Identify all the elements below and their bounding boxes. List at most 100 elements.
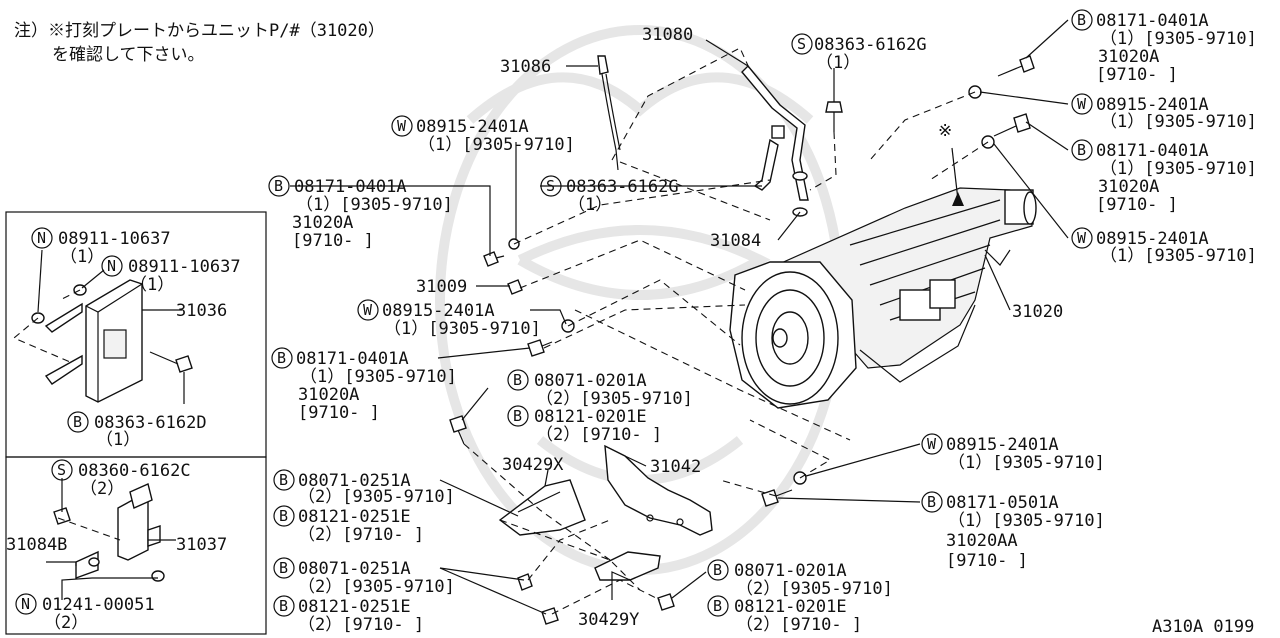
callout-n-ll-part: 01241-00051: [42, 595, 155, 615]
symbol-b: B: [1077, 11, 1086, 29]
symbol-b-circle: [273, 557, 295, 579]
callout-b-m1-part: 08171-0401A: [294, 177, 407, 197]
symbol-b: B: [279, 597, 288, 615]
callout-b-bm2-l2: （2）[9710- ]: [736, 615, 862, 635]
callout-w-m1-l2: （1）[9305-9710]: [418, 135, 575, 155]
callout-b-tr1-part: 08171-0401A: [1096, 11, 1209, 31]
callout-b-bl4-part: 08121-0251E: [298, 597, 411, 617]
callout-s-top-part: 08363-6162G: [814, 35, 927, 55]
dipstick-tube: [741, 64, 809, 217]
callout-b-r-l2: （1）[9305-9710]: [948, 511, 1105, 531]
symbol-b-circle: [268, 175, 290, 197]
bolt-b-bl2: [541, 607, 559, 625]
inset-box-lower: [5, 456, 267, 635]
callout-b-m2-part: 08171-0401A: [296, 349, 409, 369]
symbol-b-circle: [1071, 9, 1093, 31]
symbol-w-circle: [1071, 227, 1093, 249]
callout-n-ll-qty: （2）: [44, 613, 88, 633]
callout-b-br2-l2: （2）[9710- ]: [536, 425, 662, 445]
callout-b-bl2-l2: （2）[9710- ]: [298, 525, 424, 545]
callout-s-ll-part: 08360-6162C: [78, 461, 191, 481]
callout-s-m-qty: （1）: [568, 195, 612, 215]
transmission-assembly: [729, 187, 1037, 409]
callout-b-tr1-l2: （1）[9305-9710]: [1100, 29, 1257, 49]
symbol-s: S: [57, 461, 66, 479]
label-31080: 31080: [642, 25, 693, 45]
bracket-30429y: [594, 551, 661, 581]
symbol-w: W: [927, 435, 937, 453]
callout-w-tr1-part: 08915-2401A: [1096, 95, 1209, 115]
symbol-b: B: [274, 177, 283, 195]
callout-b-r-part: 08171-0501A: [946, 493, 1059, 513]
callout-b-r-l3: 31020AA: [946, 531, 1018, 551]
callout-b-bl3-l2: （2）[9305-9710]: [298, 577, 455, 597]
symbol-b-circle: [707, 595, 729, 617]
symbol-b-circle: [921, 491, 943, 513]
symbol-w: W: [1077, 229, 1087, 247]
symbol-n: N: [37, 229, 46, 247]
callout-w-tr2-part: 08915-2401A: [1096, 229, 1209, 249]
symbol-b-circle: [273, 595, 295, 617]
callout-b-br1-l2: （2）[9305-9710]: [536, 389, 693, 409]
symbol-n-circle: [31, 227, 53, 249]
symbol-b-circle: [507, 369, 529, 391]
symbol-w: W: [397, 117, 407, 135]
callout-b-bl1-l2: （2）[9305-9710]: [298, 487, 455, 507]
symbol-b: B: [279, 507, 288, 525]
callout-b-ul-qty: （1）: [96, 430, 140, 450]
symbol-b-circle: [67, 411, 89, 433]
symbol-n: N: [107, 257, 116, 275]
callout-b-br2-part: 08121-0201E: [534, 407, 647, 427]
symbol-b-circle: [271, 347, 293, 369]
label-31084: 31084: [710, 231, 761, 251]
label-31037: 31037: [176, 535, 227, 555]
bolt-b-tr1: [997, 55, 1035, 77]
callout-b-tr2-part: 08171-0401A: [1096, 141, 1209, 161]
callout-b-m2-l4: [9710- ]: [298, 403, 380, 423]
note-line1: 注）※打刻プレートからユニットP/#（31020）: [14, 21, 385, 41]
bracket-31042: [604, 444, 713, 536]
bolt-b-r: [761, 489, 793, 507]
callout-b-tr1-l3: 31020A: [1098, 47, 1159, 67]
label-31020: 31020: [1012, 302, 1063, 322]
symbol-b-circle: [273, 505, 295, 527]
diagram-code: A310A 0199: [1152, 617, 1254, 637]
callout-s-top-qty: （1）: [816, 53, 860, 73]
symbol-n: N: [21, 595, 30, 613]
callout-w-m1-part: 08915-2401A: [416, 117, 529, 137]
callout-n-ul2-part: 08911-10637: [128, 257, 241, 277]
symbol-s: S: [546, 177, 555, 195]
symbol-b: B: [513, 407, 522, 425]
symbol-b: B: [73, 413, 82, 431]
label-31042: 31042: [650, 457, 701, 477]
symbol-b: B: [927, 493, 936, 511]
label-31086: 31086: [500, 57, 551, 77]
callout-b-r-l4: [9710- ]: [946, 551, 1028, 571]
mark-asterisk: ※: [938, 121, 952, 141]
symbol-w-circle: [391, 115, 413, 137]
symbol-b: B: [279, 471, 288, 489]
callout-w-r-l2: （1）[9305-9710]: [948, 453, 1105, 473]
callout-b-bl2-part: 08121-0251E: [298, 507, 411, 527]
callout-b-ul-part: 08363-6162D: [94, 413, 207, 433]
callout-b-tr2-l4: [9710- ]: [1096, 195, 1178, 215]
leader-lines: [37, 19, 1069, 615]
symbol-b: B: [1077, 141, 1086, 159]
label-31084b: 31084B: [6, 535, 67, 555]
symbol-s: S: [797, 35, 806, 53]
symbol-w-circle: [1071, 93, 1093, 115]
callout-b-m2-l2: （1）[9305-9710]: [300, 367, 457, 387]
bolt-b-m2: [527, 339, 553, 357]
callout-b-bl3-part: 08071-0251A: [298, 559, 411, 579]
label-31009: 31009: [416, 277, 467, 297]
label-31036: 31036: [176, 301, 227, 321]
callout-b-m1-l2: （1）[9305-9710]: [296, 195, 453, 215]
callout-b-m2-l3: 31020A: [298, 385, 359, 405]
callout-b-bl4-l2: （2）[9710- ]: [298, 615, 424, 635]
symbol-s-circle: [791, 33, 813, 55]
bolt-b-bl1: [517, 573, 533, 591]
symbol-b-circle: [507, 405, 529, 427]
callout-b-tr2-l2: （1）[9305-9710]: [1100, 159, 1257, 179]
controller-unit-31036: [31, 279, 193, 403]
